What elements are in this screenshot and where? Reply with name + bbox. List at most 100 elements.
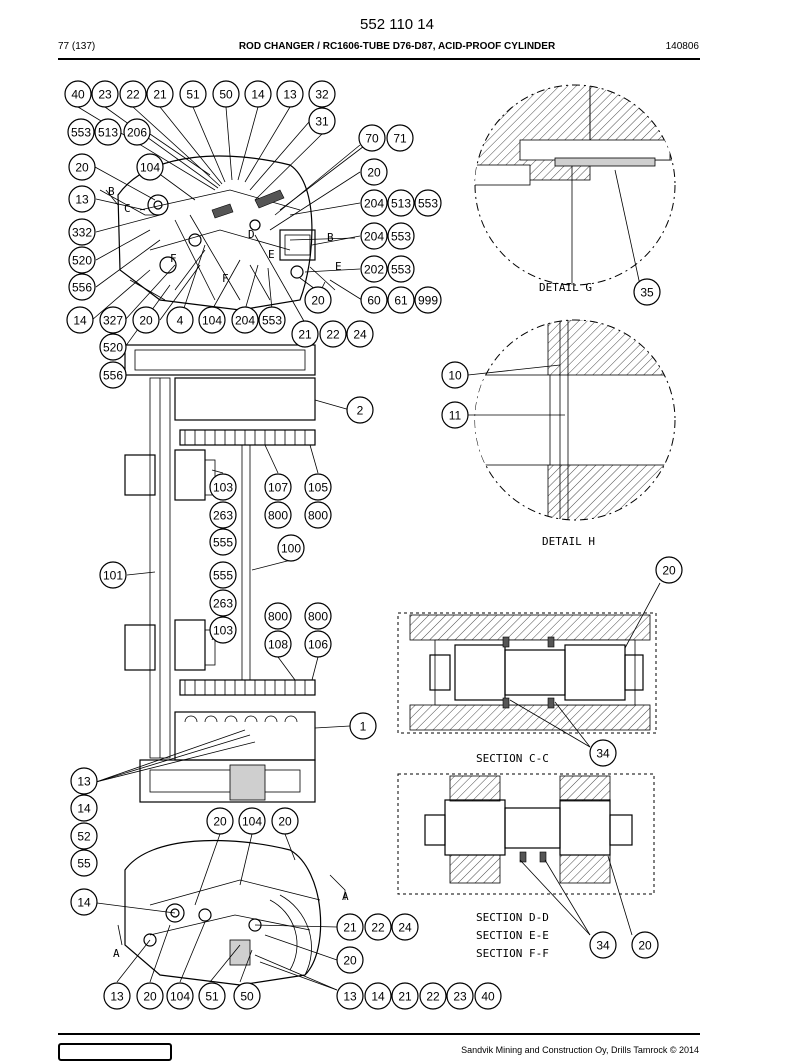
balloon-22: 22 [119,80,147,108]
balloon-71: 71 [386,124,414,152]
balloon-label: 520 [72,254,92,268]
balloon-label: 22 [126,88,140,102]
balloon-circle [346,396,374,424]
balloon-label: 13 [77,775,91,789]
balloon-circle [68,246,96,274]
balloon-10: 10 [441,361,469,389]
header-rule [58,58,700,60]
balloon-circle [70,794,98,822]
balloon-circle [68,218,96,246]
balloon-label: 34 [596,939,610,953]
balloon-263: 263 [209,589,237,617]
balloon-14: 14 [70,794,98,822]
balloon-11: 11 [441,401,469,429]
balloon-label: 20 [278,815,292,829]
balloon-label: 14 [77,802,91,816]
balloon-circle [446,982,474,1010]
balloon-553: 553 [387,222,415,250]
balloon-21: 21 [291,320,319,348]
balloon-circle [360,158,388,186]
balloon-label: 34 [596,747,610,761]
balloon-circle [633,278,661,306]
balloon-label: 513 [391,197,411,211]
balloon-label: 20 [311,294,325,308]
balloon-circle [391,982,419,1010]
balloon-20: 20 [271,807,299,835]
balloon-label: 20 [143,990,157,1004]
balloon-circle [212,80,240,108]
balloon-circle [70,849,98,877]
balloon-label: 2 [357,404,364,418]
balloon-circle [441,361,469,389]
balloon-label: 107 [268,481,288,495]
balloon-999: 999 [414,286,442,314]
balloon-label: 24 [398,921,412,935]
detail-g-label: DETAIL G [539,281,592,294]
balloon-21: 21 [336,913,364,941]
balloon-23: 23 [446,982,474,1010]
balloon-61: 61 [387,286,415,314]
balloon-label: 13 [110,990,124,1004]
balloon-13: 13 [68,185,96,213]
balloon-circle [264,630,292,658]
view-letter-f: F [222,272,229,285]
balloon-label: 61 [394,294,408,308]
balloon-circle [271,807,299,835]
balloon-circle [68,153,96,181]
balloon-20: 20 [360,158,388,186]
balloon-circle [99,306,127,334]
balloon-21: 21 [391,982,419,1010]
view-letter-b: B [327,231,334,244]
balloon-circle [103,982,131,1010]
balloon-553: 553 [258,306,286,334]
balloon-20: 20 [304,286,332,314]
balloon-label: 70 [365,132,379,146]
balloon-circle [70,822,98,850]
balloon-circle [349,712,377,740]
balloon-label: 40 [71,88,85,102]
balloon-31: 31 [308,107,336,135]
balloon-circle [360,255,388,283]
balloon-202: 202 [360,255,388,283]
balloon-24: 24 [391,913,419,941]
balloon-204: 204 [231,306,259,334]
balloon-label: 104 [170,990,190,1004]
balloon-label: 553 [391,263,411,277]
balloon-104: 104 [198,306,226,334]
balloon-circle [209,528,237,556]
balloon-circle [238,807,266,835]
balloon-34: 34 [589,739,617,767]
balloon-52: 52 [70,822,98,850]
balloon-label: 32 [315,88,329,102]
view-letter-d: D [248,228,255,241]
balloon-circle [166,982,194,1010]
balloon-circle [655,556,683,584]
balloon-circle [387,286,415,314]
balloon-circle [91,80,119,108]
balloon-label: 13 [75,193,89,207]
balloon-label: 20 [213,815,227,829]
balloon-800: 800 [264,602,292,630]
balloon-40: 40 [474,982,502,1010]
balloon-100: 100 [277,534,305,562]
balloon-label: 999 [418,294,438,308]
balloon-circle [209,616,237,644]
balloon-20: 20 [132,306,160,334]
footer-rule [58,1033,700,1035]
balloon-101: 101 [99,561,127,589]
balloon-34: 34 [589,931,617,959]
balloon-circle [166,306,194,334]
balloon-50: 50 [212,80,240,108]
balloon-800: 800 [304,501,332,529]
balloon-label: 20 [662,564,676,578]
balloon-35: 35 [633,278,661,306]
balloon-label: 4 [177,314,184,328]
balloon-circle [179,80,207,108]
balloon-circle [209,561,237,589]
balloon-label: 40 [481,990,495,1004]
balloon-circle [209,589,237,617]
balloon-label: 51 [186,88,200,102]
balloon-circle [206,807,234,835]
balloon-circle [589,739,617,767]
balloon-label: 55 [77,857,91,871]
